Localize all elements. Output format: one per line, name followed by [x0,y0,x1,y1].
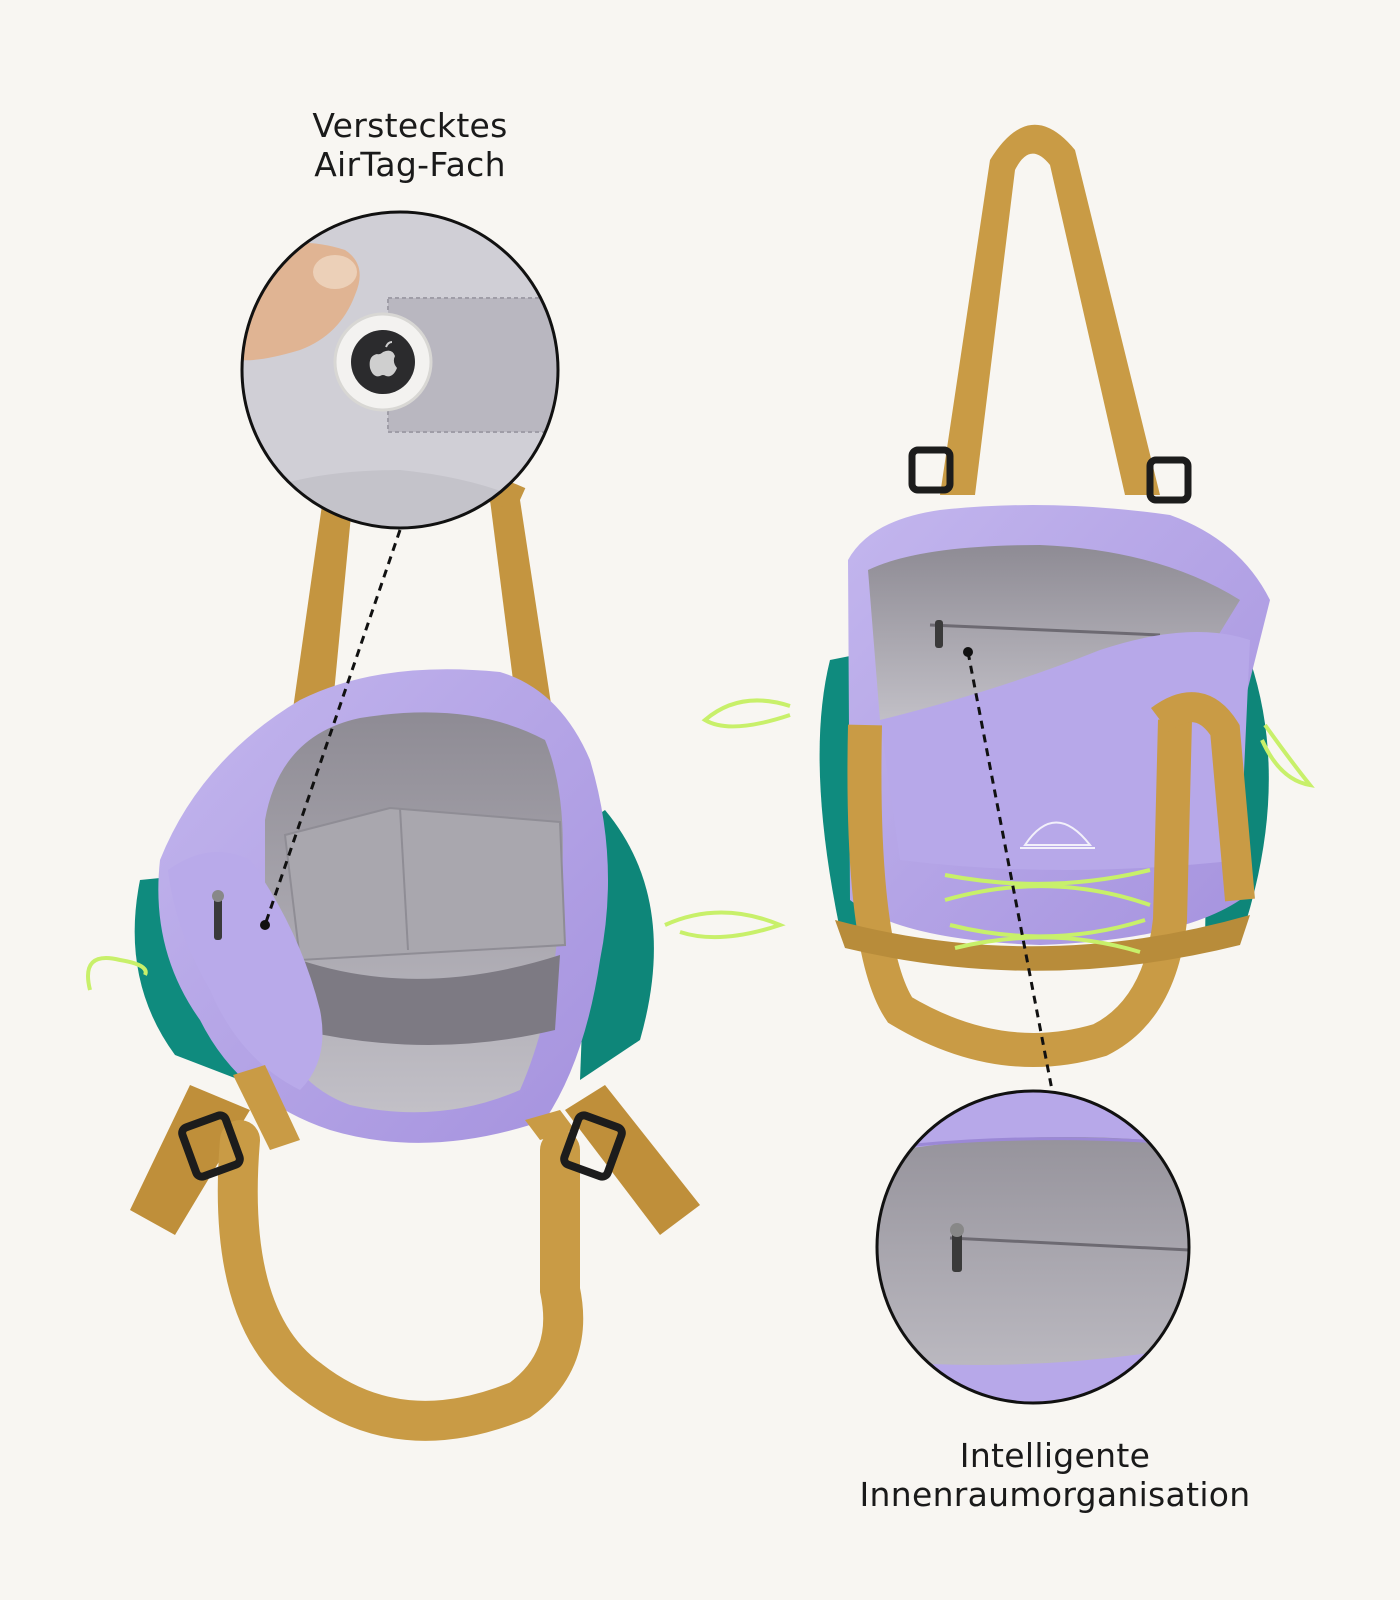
right-bag-shoulder-strap [940,124,1160,496]
organisation-callout-line1: Intelligente [959,1436,1151,1475]
right-bag-base [835,915,1250,971]
left-bag-strap-back [490,500,555,735]
left-bag-cord [664,910,786,940]
brand-logo [1023,821,1093,846]
left-bag-buckle [178,1111,244,1181]
left-bag-open-view [86,465,786,1441]
inner-zip-line [949,1236,1189,1252]
right-bag-bungee-cords [701,698,1315,954]
left-bag-pocket-flap [168,852,323,1090]
left-bag-backpack-strap [565,1085,700,1235]
inner-organisation-zoom-circle [875,1089,1191,1405]
left-bag-front-strap [233,1065,300,1150]
zipper-pull-icon [935,620,943,648]
right-bag-front-view [701,124,1315,1091]
zipper-pull-icon [952,1232,962,1272]
right-bag-lining [868,545,1240,723]
inner-leader-line [966,651,1054,1091]
airtag-zoom-circle [240,210,560,530]
right-bag-buckle [908,446,954,494]
right-bag-buckle [1146,456,1192,504]
left-bag-inner-shadow [300,955,560,1045]
airtag-leader-dot [260,920,270,930]
left-bag-buckle [560,1111,626,1181]
left-bag-strap-back [290,505,352,735]
left-bag-handle-loop [217,1120,584,1441]
zipper-pull-icon [214,898,222,940]
right-bag-handle [847,719,1192,1067]
airtag-callout-line2: AirTag-Fach [314,145,506,184]
right-bag-inner-zip [929,623,1161,637]
left-bag-inner-pocket [283,806,567,962]
airtag-callout-line1: Verstecktes [312,106,508,145]
airtag-pocket-callout: Verstecktes AirTag-Fach [250,106,570,184]
left-bag-cord [86,956,148,991]
organisation-callout: Intelligente Innenraumorganisation [820,1436,1290,1514]
organisation-callout-line2: Innenraumorganisation [859,1475,1251,1514]
right-bag-handle [1151,692,1255,902]
